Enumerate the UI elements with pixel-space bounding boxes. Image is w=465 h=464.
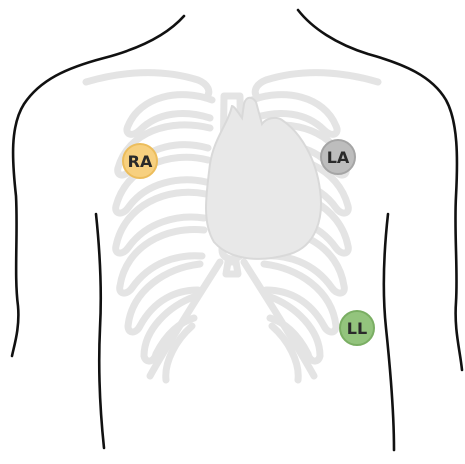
xiphoid <box>226 262 238 274</box>
left-flank <box>96 214 104 448</box>
la-electrode-label: LA <box>327 148 350 167</box>
ll-electrode-label: LL <box>347 319 367 338</box>
ll-electrode: LL <box>339 310 375 346</box>
right-flank <box>384 214 394 450</box>
la-electrode: LA <box>320 139 356 175</box>
ra-electrode-label: RA <box>128 152 153 171</box>
ra-electrode: RA <box>122 143 158 179</box>
